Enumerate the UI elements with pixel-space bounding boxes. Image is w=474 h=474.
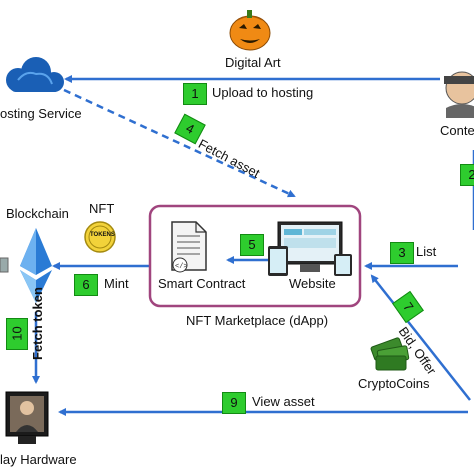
step-6-label: Mint [104,276,129,291]
hosting-service-label: osting Service [0,106,82,121]
monitor-icon [5,391,49,444]
pumpkin-icon [229,10,271,51]
step-5-badge: 5 [240,234,264,256]
document-icon: </> [171,221,207,273]
step-9-badge: 9 [222,392,246,414]
step-1-badge: 1 [183,83,207,105]
step-1-label: Upload to hosting [212,85,314,100]
money-icon [370,337,410,371]
nft-coin-label: NFT [89,201,115,216]
marketplace-label: NFT Marketplace (dApp) [186,313,329,328]
ethereum-icon [0,228,52,303]
step-9-label: View asset [252,394,315,409]
step-6-badge: 6 [74,274,98,296]
step-10-badge: 10 [6,318,28,350]
token-coin-icon [84,221,116,253]
digital-art-label: Digital Art [225,55,281,70]
display-hardware-label: lay Hardware [0,452,77,467]
cloud-icon [6,57,64,92]
arrow-fetch-asset [63,88,296,198]
step-3-badge: 3 [390,242,414,264]
nft-coin-token-label: TOKENS [90,232,115,238]
devices-icon [268,221,352,276]
person-icon [444,71,474,118]
svg-text:</>: </> [175,263,188,271]
cryptocoins-label: CryptoCoins [358,376,430,391]
website-label: Website [289,276,336,291]
step-10-number: 10 [9,326,25,341]
smart-contract-label: Smart Contract [158,276,246,291]
arrow-bid-offer [370,274,471,401]
step-2-badge: 2 [460,164,474,186]
marketplace-box [148,204,362,308]
step-10-label: Fetch token [30,287,45,360]
step-3-label: List [416,244,437,259]
content-creator-label: Conte [440,123,474,138]
blockchain-label: Blockchain [6,206,69,221]
